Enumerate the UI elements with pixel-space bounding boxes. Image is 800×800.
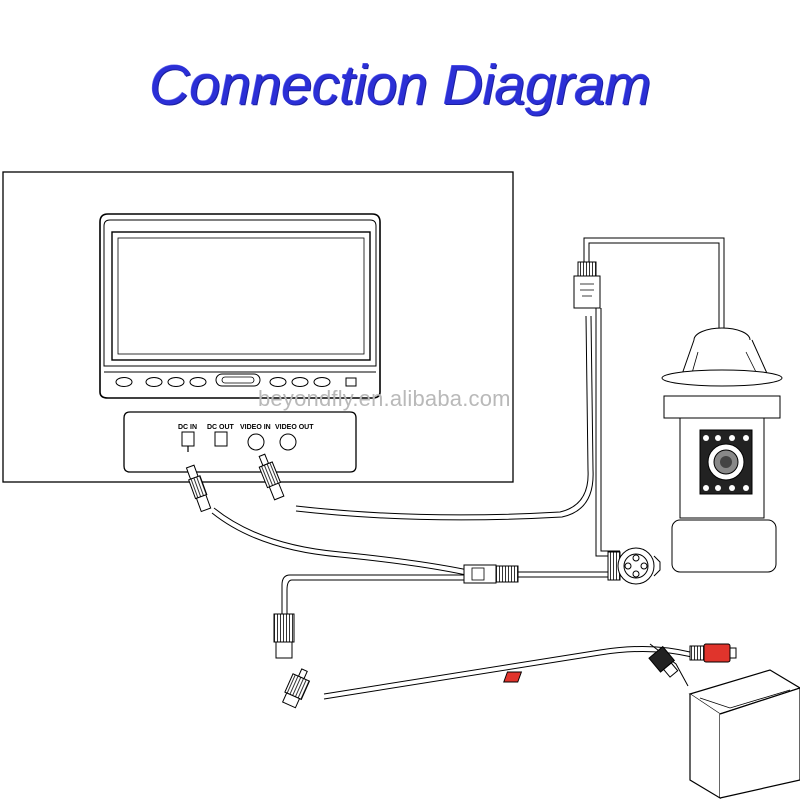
video-out-label: VIDEO OUT (275, 424, 314, 431)
dc-out-port (214, 431, 228, 447)
video-in-port (247, 433, 265, 451)
dc-in-port (181, 431, 195, 447)
monitor-icon (99, 213, 381, 399)
rca-plug-icon (258, 453, 285, 501)
rear-panel (123, 411, 357, 473)
rca-plug-lower (273, 613, 311, 709)
cable-splitter (463, 564, 519, 584)
cables (211, 237, 725, 700)
video-out-port (279, 433, 297, 451)
dc-plug-icon (185, 446, 212, 513)
camera-icon (661, 327, 783, 573)
battery-icon (503, 669, 800, 800)
camera-round-plug (607, 547, 661, 585)
page-title: Connection Diagram (149, 53, 651, 116)
watermark: beyondfly.en.alibaba.com (258, 386, 511, 411)
dc-in-label: DC IN (178, 424, 198, 431)
video-in-label: VIDEO IN (240, 424, 271, 431)
black-connector (648, 645, 679, 678)
dc-out-label: DC OUT (207, 424, 234, 431)
red-connector (689, 643, 737, 663)
monitor-box-frame (2, 171, 514, 483)
inline-connector-top (573, 261, 601, 309)
